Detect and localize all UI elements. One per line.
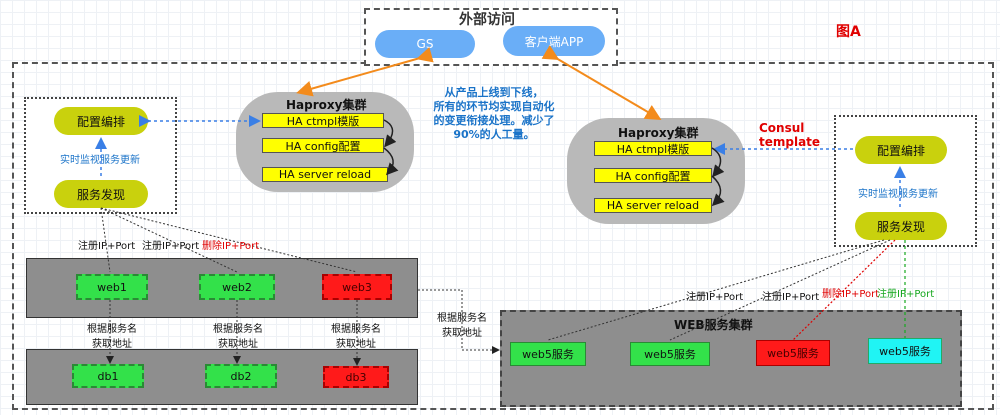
- consul-label-2: template: [759, 135, 821, 149]
- lookup-label-4-line2: 获取地址: [442, 328, 482, 339]
- left-monitor-label: 实时监视服务更新: [60, 155, 140, 166]
- lookup-label-3-line2: 获取地址: [336, 339, 376, 350]
- web5-service-1[interactable]: web5服务: [510, 342, 586, 366]
- web-cluster-title: WEB服务集群: [674, 318, 753, 332]
- lookup-label-2: 根据服务名 获取地址: [204, 320, 272, 350]
- lookup-label-4-line1: 根据服务名: [437, 313, 487, 324]
- register-label-2: 注册IP+Port: [142, 241, 200, 252]
- right-ha-reload[interactable]: HA server reload: [594, 198, 712, 213]
- right-monitor-label: 实时监视服务更新: [858, 189, 938, 200]
- db1-node[interactable]: db1: [72, 364, 144, 388]
- left-ha-ctmpl[interactable]: HA ctmpl模版: [262, 113, 384, 128]
- consul-label-1: Consul: [759, 121, 805, 135]
- note-line-1: 从产品上线到下线，: [444, 86, 544, 99]
- register-lines: [100, 207, 891, 341]
- delete-label-1: 删除IP+Port: [202, 241, 260, 252]
- web5-service-3[interactable]: web5服务: [756, 340, 830, 366]
- db2-node[interactable]: db2: [205, 364, 277, 388]
- right-service-discovery[interactable]: 服务发现: [855, 212, 947, 240]
- web5-service-2[interactable]: web5服务: [630, 342, 710, 366]
- left-config-orchestration[interactable]: 配置编排: [54, 107, 148, 135]
- left-haproxy-title: Haproxy集群: [286, 98, 367, 112]
- lookup-label-3: 根据服务名 获取地址: [322, 320, 390, 350]
- automation-note: 从产品上线到下线， 所有的环节均实现自动化 的变更衔接处理。减少了 90%的人工…: [420, 86, 568, 142]
- register-label-1: 注册IP+Port: [78, 241, 136, 252]
- web2-node[interactable]: web2: [199, 274, 275, 300]
- lookup-label-1: 根据服务名 获取地址: [78, 320, 146, 350]
- note-line-4: 90%的人工量。: [453, 128, 535, 141]
- web5-service-4[interactable]: web5服务: [868, 338, 942, 364]
- delete-label-2: 删除IP+Port: [822, 289, 880, 300]
- note-line-3: 的变更衔接处理。减少了: [433, 114, 555, 127]
- lookup-arrows: [106, 289, 500, 366]
- ha-flow-arrows: [383, 119, 725, 207]
- register-label-4: 注册IP+Port: [762, 292, 820, 303]
- lookup-label-4: 根据服务名 获取地址: [428, 309, 496, 339]
- lookup-label-1-line2: 获取地址: [92, 339, 132, 350]
- right-ha-ctmpl[interactable]: HA ctmpl模版: [594, 141, 712, 156]
- right-haproxy-title: Haproxy集群: [618, 126, 699, 140]
- external-access-title: 外部访问: [459, 12, 515, 28]
- db3-node[interactable]: db3: [323, 366, 389, 388]
- lookup-label-3-line1: 根据服务名: [331, 324, 381, 335]
- register-label-3: 注册IP+Port: [686, 292, 744, 303]
- blue-config-arrows: [95, 115, 906, 207]
- lookup-label-2-line1: 根据服务名: [213, 324, 263, 335]
- left-ha-config[interactable]: HA config配置: [262, 138, 384, 153]
- lookup-label-2-line2: 获取地址: [218, 339, 258, 350]
- left-service-discovery[interactable]: 服务发现: [54, 180, 148, 208]
- right-config-orchestration[interactable]: 配置编排: [855, 136, 947, 164]
- register-label-5: 注册IP+Port: [877, 289, 935, 300]
- web1-node[interactable]: web1: [76, 274, 148, 300]
- right-ha-config[interactable]: HA config配置: [594, 168, 712, 183]
- orange-access-arrows: [296, 45, 662, 121]
- web3-node[interactable]: web3: [322, 274, 392, 300]
- left-ha-reload[interactable]: HA server reload: [262, 167, 388, 182]
- note-line-2: 所有的环节均实现自动化: [433, 100, 555, 113]
- lookup-label-1-line1: 根据服务名: [87, 324, 137, 335]
- figure-label: 图A: [836, 24, 861, 40]
